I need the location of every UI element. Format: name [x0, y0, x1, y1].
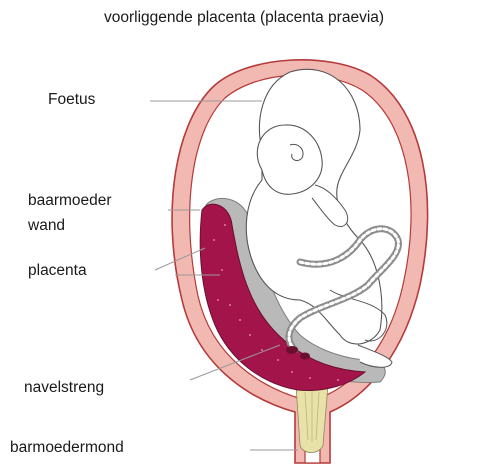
label-uterine-wall-line2: wand — [28, 213, 112, 238]
label-cervix: barmoedermond — [10, 438, 124, 458]
diagram-title: voorliggende placenta (placenta praevia) — [104, 8, 384, 28]
label-placenta: placenta — [28, 261, 87, 281]
label-uterine-wall: baarmoeder wand — [28, 188, 112, 238]
label-foetus: Foetus — [48, 90, 95, 110]
label-umbilical-cord: navelstreng — [24, 378, 104, 398]
label-uterine-wall-line1: baarmoeder — [28, 188, 112, 213]
